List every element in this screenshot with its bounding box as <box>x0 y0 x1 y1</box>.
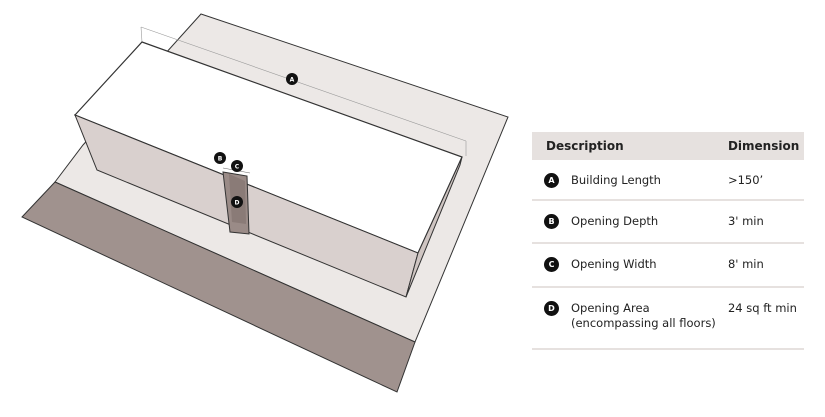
svg-text:A: A <box>290 77 295 84</box>
row-description: Opening Area <box>571 301 650 315</box>
callout-d: D <box>231 196 243 208</box>
table-row: B Opening Depth 3' min <box>532 200 804 244</box>
row-dimension: 24 sq ft min <box>727 287 804 350</box>
badge-d: D <box>544 301 559 316</box>
svg-text:B: B <box>218 156 223 163</box>
row-dimension: 3' min <box>727 200 804 244</box>
table-header: Description Dimension <box>532 132 804 160</box>
svg-text:C: C <box>235 164 240 171</box>
dimension-tick <box>140 26 143 43</box>
row-description: Building Length <box>571 173 661 187</box>
badge-c: C <box>544 257 559 272</box>
dimension-table: Description Dimension A Building Length >… <box>532 132 804 350</box>
table-row: D Opening Area(encompassing all floors) 2… <box>532 287 804 350</box>
row-description: Opening Width <box>571 257 657 271</box>
row-description-note: (encompassing all floors) <box>571 316 716 330</box>
dimension-line-a <box>140 26 467 142</box>
badge-a: A <box>544 173 559 188</box>
callout-c: C <box>231 160 243 172</box>
callout-a: A <box>286 73 298 85</box>
badge-b: B <box>544 214 559 229</box>
svg-text:D: D <box>235 200 240 207</box>
row-dimension: >150’ <box>727 160 804 201</box>
row-description: Opening Depth <box>571 214 659 228</box>
callout-b: B <box>214 152 226 164</box>
table-row: C Opening Width 8' min <box>532 243 804 288</box>
building-side-wall <box>405 156 463 298</box>
table-row: A Building Length >150’ <box>532 160 804 201</box>
header-description: Description <box>532 132 728 160</box>
ground-dark-strip <box>21 181 416 393</box>
row-dimension: 8' min <box>727 243 804 288</box>
header-dimension: Dimension <box>727 132 804 160</box>
